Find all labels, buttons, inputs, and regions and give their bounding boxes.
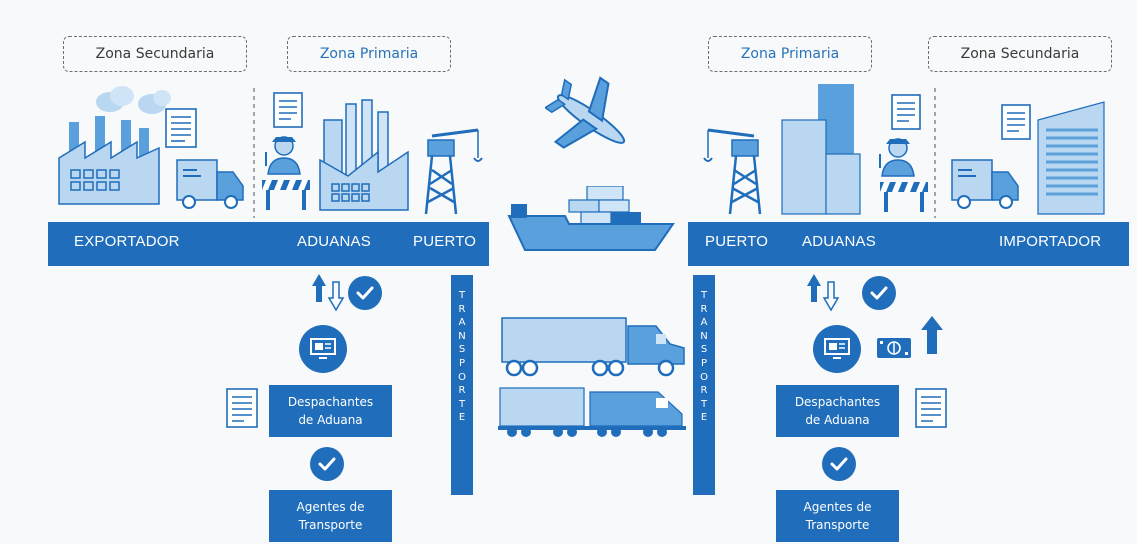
band-left (48, 222, 489, 266)
customs-officer-icon (265, 136, 301, 175)
barrier-icon (262, 180, 310, 210)
delivery-truck-icon (176, 159, 244, 209)
airplane-icon (545, 76, 626, 149)
label-aduanas-right: ADUANAS (802, 233, 876, 250)
agentes-label: Agentes de (296, 500, 365, 514)
transporte-letter: P (458, 357, 466, 369)
despachantes-card-left: Despachantes de Aduana (269, 385, 392, 437)
industrial-plant-icon (319, 99, 409, 211)
computer-icon (813, 325, 861, 373)
port-crane-icon (703, 128, 762, 215)
check-icon (862, 276, 896, 310)
transporte-letter: S (700, 344, 708, 356)
zone-primaria-left: Zona Primaria (287, 36, 451, 72)
transporte-letter: T (458, 398, 466, 410)
port-crane-icon (424, 128, 483, 215)
factory-icon (58, 116, 160, 205)
cloud-icon (96, 86, 171, 114)
transporte-letter: O (700, 371, 708, 383)
train-icon (498, 387, 686, 437)
label-puerto-left: PUERTO (413, 233, 477, 250)
agentes-label: Transporte (805, 518, 870, 532)
transporte-letter: N (700, 330, 708, 342)
office-buildings-icon (781, 84, 861, 215)
agentes-label: Agentes de (803, 500, 872, 514)
transporte-letter: P (700, 357, 708, 369)
transporte-letter: R (700, 303, 708, 315)
transporte-letter: T (700, 290, 708, 301)
arrows-up-down-icon (807, 274, 840, 312)
cargo-ship-icon (507, 186, 675, 251)
despachantes-label: Despachantes (287, 395, 374, 409)
transporte-letter: R (700, 385, 708, 397)
check-icon (348, 276, 382, 310)
band-right (688, 222, 1129, 266)
agentes-card-right: Agentes de Transporte (776, 490, 899, 542)
transporte-letter: E (700, 412, 708, 424)
document-icon (1001, 104, 1031, 140)
zone-secundaria-right: Zona Secundaria (928, 36, 1112, 72)
office-buildings-icon (1037, 101, 1105, 215)
document-icon (273, 92, 303, 128)
transporte-letter: O (458, 371, 466, 383)
transporte-letter: S (458, 344, 466, 356)
transporte-bar-right: T R A N S P O R T E (693, 275, 715, 495)
arrow-up-icon (921, 316, 943, 354)
zone-primaria-right: Zona Primaria (708, 36, 872, 72)
label-aduanas-left: ADUANAS (297, 233, 371, 250)
transporte-letter: T (700, 398, 708, 410)
document-icon (165, 108, 197, 148)
zone-divider-right (934, 88, 936, 218)
despachantes-label: de Aduana (298, 413, 363, 427)
transporte-letter: R (458, 385, 466, 397)
check-icon (822, 447, 856, 481)
arrows-up-down-icon (312, 274, 345, 312)
transporte-letter: T (458, 290, 466, 301)
zone-secundaria-left: Zona Secundaria (63, 36, 247, 72)
label-importador: IMPORTADOR (999, 233, 1102, 250)
agentes-card-left: Agentes de Transporte (269, 490, 392, 542)
transporte-letter: E (458, 412, 466, 424)
transporte-letter: A (458, 317, 466, 329)
document-icon (226, 388, 258, 428)
semi-truck-icon (501, 317, 685, 377)
barrier-icon (880, 182, 928, 212)
document-icon (891, 94, 921, 130)
delivery-truck-icon (951, 159, 1019, 209)
document-icon (915, 388, 947, 428)
transporte-letter: N (458, 330, 466, 342)
despachantes-label: Despachantes (794, 395, 881, 409)
transporte-bar-left: T R A N S P O R T E (451, 275, 473, 495)
agentes-label: Transporte (298, 518, 363, 532)
label-puerto-right: PUERTO (705, 233, 769, 250)
computer-icon (299, 325, 347, 373)
despachantes-label: de Aduana (805, 413, 870, 427)
money-icon (877, 338, 911, 358)
check-icon (310, 447, 344, 481)
despachantes-card-right: Despachantes de Aduana (776, 385, 899, 437)
transporte-letter: A (700, 317, 708, 329)
customs-officer-icon (879, 138, 915, 177)
label-exportador: EXPORTADOR (74, 233, 180, 250)
zone-divider-left (253, 88, 255, 218)
transporte-letter: R (458, 303, 466, 315)
